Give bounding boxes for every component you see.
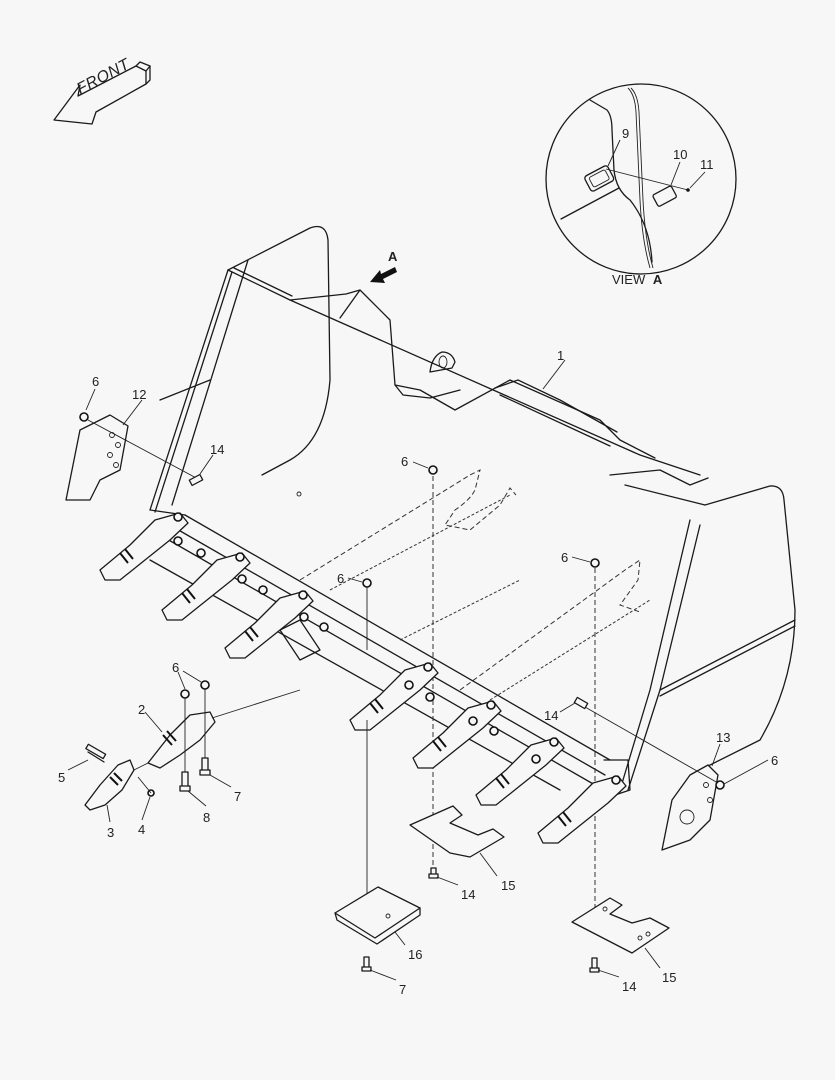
callout-6: 6 [771, 753, 779, 768]
view-direction-arrow-icon [370, 267, 397, 283]
exploded-tooth-assembly [84, 680, 301, 811]
callout-9: 9 [622, 126, 630, 141]
callout-11: 11 [700, 157, 714, 172]
callout-14: 14 [622, 979, 637, 994]
callout-6: 6 [172, 660, 180, 675]
side-cutter-left [65, 412, 204, 501]
view-a-caption: VIEW A [612, 273, 662, 286]
callout-8: 8 [203, 810, 211, 825]
callout-16: 16 [408, 947, 423, 962]
callout-14: 14 [210, 442, 225, 457]
callout-4: 4 [138, 822, 146, 837]
callout-15: 15 [501, 878, 516, 893]
callout-6: 6 [561, 550, 569, 565]
callout-10: 10 [673, 147, 688, 162]
callout-3: 3 [107, 825, 115, 840]
view-arrow-letter: A [388, 249, 398, 264]
leader-lines [67, 359, 769, 981]
front-arrow-icon [53, 61, 151, 125]
wear-plate-16 [334, 886, 421, 972]
callout-13: 13 [716, 730, 731, 745]
callout-14: 14 [461, 887, 476, 902]
tooth-adapter-row [99, 512, 627, 844]
wear-plate-15b [571, 897, 670, 973]
bucket-body [149, 225, 796, 801]
callout-6: 6 [337, 571, 345, 586]
view-a-detail [545, 83, 737, 275]
callout-15: 15 [662, 970, 677, 985]
callout-7: 7 [234, 789, 242, 804]
callout-14: 14 [544, 708, 559, 723]
view-letter: A [652, 272, 663, 287]
wear-plate-15a [409, 805, 505, 879]
callout-6: 6 [401, 454, 409, 469]
callout-5: 5 [58, 770, 66, 785]
callout-1: 1 [557, 348, 565, 363]
fastener-lines [362, 465, 600, 900]
side-cutter-right [573, 696, 725, 851]
callout-12: 12 [132, 387, 147, 402]
callout-7: 7 [399, 982, 407, 997]
callout-6: 6 [92, 374, 100, 389]
callout-2: 2 [138, 702, 146, 717]
view-label: VIEW [612, 272, 646, 287]
